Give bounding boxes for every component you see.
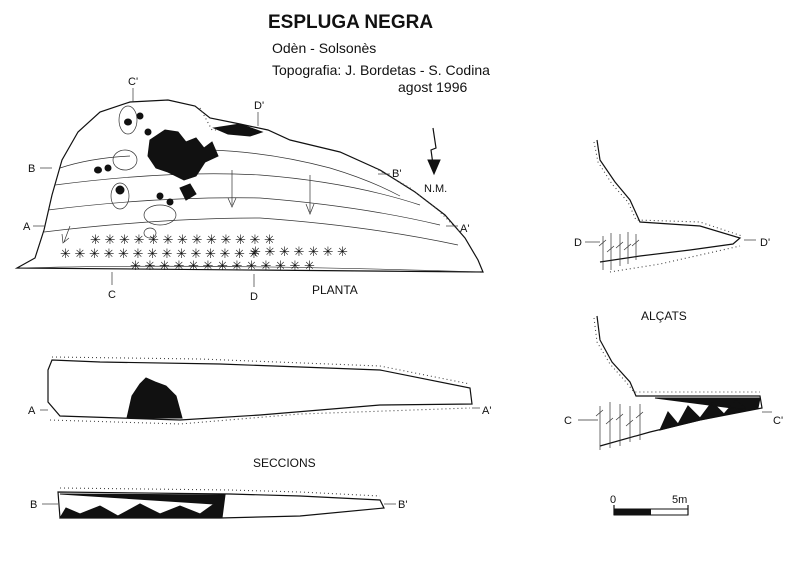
marker-d-prime: D' <box>254 100 264 112</box>
marker-a-prime: A' <box>460 223 469 235</box>
plan-view: ✳ ✳ ✳ ✳ ✳ ✳ ✳ ✳ ✳ ✳ ✳ ✳ ✳ ✳ ✳ ✳ ✳ ✳ ✳ ✳ … <box>14 76 484 303</box>
marker-c: C <box>108 289 116 301</box>
survey-location: Odèn - Solsonès <box>272 40 376 56</box>
survey-date: agost 1996 <box>398 79 467 95</box>
section-a-a: A A' <box>28 356 491 425</box>
sections-caption: SECCIONS <box>253 456 316 470</box>
section-a-left-label: A <box>28 405 36 417</box>
scale-end-label: 5m <box>672 494 687 506</box>
scale-bar: 0 5m <box>610 494 689 516</box>
marker-b-prime: B' <box>392 168 401 180</box>
north-arrow-icon: N.M. <box>424 127 447 195</box>
marker-a: A <box>23 221 31 233</box>
svg-text:✳ ✳ ✳ ✳ ✳ ✳ ✳ ✳ ✳ ✳ ✳ ✳ ✳: ✳ ✳ ✳ ✳ ✳ ✳ ✳ ✳ ✳ ✳ ✳ ✳ ✳ <box>130 258 315 273</box>
svg-text:✳ ✳ ✳ ✳ ✳ ✳ ✳: ✳ ✳ ✳ ✳ ✳ ✳ ✳ <box>250 244 348 259</box>
section-b-b: B B' <box>30 487 407 519</box>
marker-b: B <box>28 163 35 175</box>
section-a-right-label: A' <box>482 405 491 417</box>
section-b-right-label: B' <box>398 499 407 511</box>
elevation-c-c: C C' <box>564 315 783 450</box>
elevation-c-left-label: C <box>564 415 572 427</box>
elevation-c-right-label: C' <box>773 415 783 427</box>
vegetation-symbols: ✳ ✳ ✳ ✳ ✳ ✳ ✳ ✳ ✳ ✳ ✳ ✳ ✳ ✳ ✳ ✳ ✳ ✳ ✳ ✳ … <box>60 232 348 273</box>
marker-d: D <box>250 291 258 303</box>
elevation-d-right-label: D' <box>760 237 770 249</box>
survey-authors: Topografia: J. Bordetas - S. Codina <box>272 62 490 78</box>
elevations-caption: ALÇATS <box>641 309 687 323</box>
elevation-d-d: D D' <box>574 139 770 273</box>
plan-caption: PLANTA <box>312 283 358 297</box>
scale-start-label: 0 <box>610 494 616 506</box>
section-b-left-label: B <box>30 499 37 511</box>
svg-text:✳ ✳ ✳ ✳ ✳ ✳ ✳ ✳ ✳ ✳ ✳ ✳ ✳ ✳: ✳ ✳ ✳ ✳ ✳ ✳ ✳ ✳ ✳ ✳ ✳ ✳ ✳ ✳ <box>60 246 260 261</box>
north-label: N.M. <box>424 183 447 195</box>
survey-title: ESPLUGA NEGRA <box>268 12 433 33</box>
marker-c-prime: C' <box>128 76 138 88</box>
elevation-d-left-label: D <box>574 237 582 249</box>
svg-text:✳ ✳ ✳ ✳ ✳ ✳ ✳ ✳ ✳ ✳ ✳ ✳ ✳: ✳ ✳ ✳ ✳ ✳ ✳ ✳ ✳ ✳ ✳ ✳ ✳ ✳ <box>90 232 275 247</box>
